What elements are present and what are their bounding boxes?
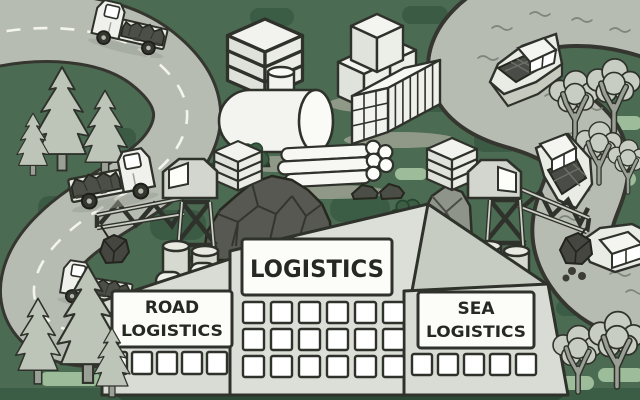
crane-left-boom <box>94 195 186 265</box>
crane-left-cabin <box>161 157 219 200</box>
road-logistics-sign: ROAD LOGISTICS <box>110 289 234 349</box>
road-sign-line2: LOGISTICS <box>121 321 223 340</box>
factory-building: LOGISTICS ROAD LOGISTICS SEA LOGISTICS <box>100 202 570 400</box>
main-sign: LOGISTICS <box>240 237 394 297</box>
sea-logistics-sign: SEA LOGISTICS <box>416 290 536 350</box>
grab-bucket <box>98 233 131 265</box>
boat-2 <box>534 132 594 210</box>
crane-right-boom <box>517 185 594 282</box>
boat-3 <box>578 222 640 274</box>
main-sign-text: LOGISTICS <box>250 255 384 283</box>
crane-box-stack-left <box>214 141 262 190</box>
crane-right-cabin <box>466 158 523 200</box>
rocks <box>350 183 380 201</box>
sea-sign-line1: SEA <box>457 299 495 319</box>
center-windows <box>241 300 406 379</box>
storage-tank <box>217 65 335 168</box>
road-sign-line1: ROAD <box>145 298 199 318</box>
shipping-container <box>350 58 442 146</box>
sea-sign-line2: LOGISTICS <box>426 322 526 341</box>
right-wing-windows <box>410 352 538 377</box>
storage-yard <box>212 12 456 203</box>
boat-1 <box>488 32 564 108</box>
rocks <box>378 182 406 201</box>
pipe-stack <box>276 139 406 203</box>
